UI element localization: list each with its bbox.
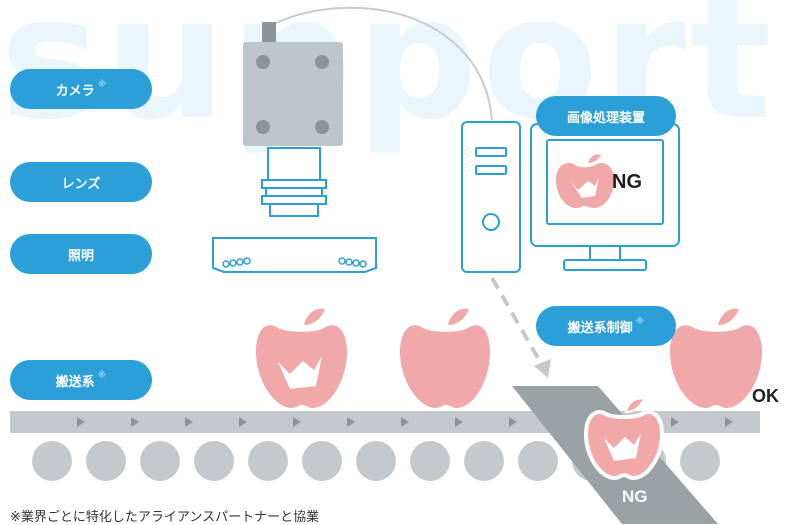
conveyor-control-label-pill: 搬送系制御※ — [536, 306, 676, 346]
lighting-label-pill: 照明 — [10, 234, 152, 274]
reject-signal-arrow — [490, 277, 551, 378]
partner-mark: ※ — [97, 80, 107, 90]
light-icon — [212, 237, 377, 273]
ng-label: NG — [622, 487, 648, 506]
good-apple-icon — [400, 308, 490, 408]
footnote: ※業界ごとに特化したアライアンスパートナーと協業 — [10, 510, 320, 525]
lens-label: レンズ — [61, 176, 101, 192]
partner-mark: ※ — [635, 317, 645, 327]
lens-icon — [261, 147, 327, 217]
screen-bad-apple-icon — [556, 154, 614, 208]
conveyor-control-label: 搬送系制御 — [567, 320, 633, 336]
camera-label-pill: カメラ※ — [10, 69, 152, 109]
rejected-bad-apple-icon — [583, 397, 665, 481]
conveyor-rollers — [32, 441, 720, 481]
good-apple-icon — [670, 308, 762, 408]
screen-result-text: NG — [612, 171, 642, 193]
conveyor-label: 搬送系 — [55, 374, 95, 390]
camera-icon — [243, 22, 343, 146]
camera-cable — [271, 6, 493, 121]
ok-label: OK — [752, 386, 779, 406]
partner-mark: ※ — [97, 371, 107, 381]
camera-label: カメラ — [55, 83, 95, 99]
lens-label-pill: レンズ — [10, 162, 152, 202]
pc-tower-icon — [461, 121, 521, 273]
processing-label-pill: 画像処理装置 — [536, 96, 676, 136]
bad-apple-icon — [256, 308, 347, 408]
conveyor-label-pill: 搬送系※ — [10, 360, 152, 400]
lighting-label: 照明 — [67, 248, 94, 264]
processing-label: 画像処理装置 — [566, 110, 645, 126]
